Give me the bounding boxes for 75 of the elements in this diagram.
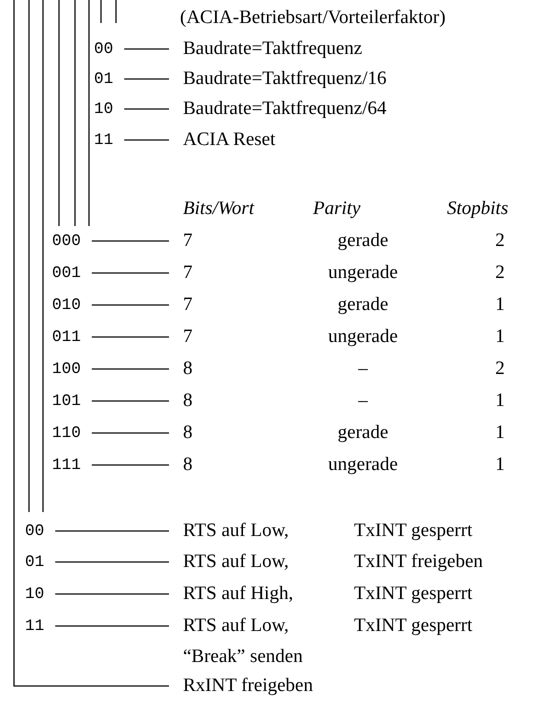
connector-line <box>55 625 169 627</box>
connector-line <box>92 432 169 434</box>
connector-line <box>124 139 169 141</box>
txint-setting: TxINT gesperrt <box>354 519 472 543</box>
connector-line <box>124 78 169 80</box>
setting-description: RxINT freigeben <box>169 674 313 698</box>
register-heading: (ACIA-Betriebsart/Vorteilerfaktor) <box>180 6 446 30</box>
connector-line <box>92 464 169 466</box>
break-note: “Break” senden <box>183 645 303 669</box>
rts-setting: RTS auf High, <box>183 582 294 606</box>
bits-value: 7 <box>183 325 194 349</box>
connector-line <box>92 272 169 274</box>
connector-line <box>92 304 169 306</box>
connector-line <box>92 336 169 338</box>
connector-line <box>92 400 169 402</box>
connector-line <box>13 0 169 687</box>
parity-value: gerade <box>336 293 390 317</box>
connector-line <box>92 368 169 370</box>
bits-value: 8 <box>183 421 194 445</box>
bit-code: 000 <box>52 229 92 253</box>
bit-code: 01 <box>94 67 124 91</box>
bit-code: 10 <box>94 97 124 121</box>
bit-code: 01 <box>25 550 56 574</box>
connector-line <box>92 240 169 242</box>
stopbits-value: 1 <box>494 293 506 317</box>
bit-code: 110 <box>52 421 92 445</box>
bits-value: 8 <box>183 389 194 413</box>
stopbits-value: 2 <box>494 357 506 381</box>
parity-value: ungerade <box>327 453 399 477</box>
parity-value: – <box>357 357 369 381</box>
stopbits-value: 1 <box>494 389 506 413</box>
connector-line <box>124 48 169 50</box>
stopbits-value: 2 <box>494 261 506 285</box>
column-header: Parity <box>313 197 360 221</box>
parity-value: gerade <box>336 229 390 253</box>
rts-setting: RTS auf Low, <box>183 614 289 638</box>
bit-code: 11 <box>94 128 124 152</box>
bits-value: 7 <box>183 261 194 285</box>
bit-code: 100 <box>52 357 92 381</box>
stopbits-value: 1 <box>494 325 506 349</box>
column-header: Stopbits <box>447 197 508 221</box>
parity-value: gerade <box>336 421 390 445</box>
parity-value: ungerade <box>327 325 399 349</box>
connector-line <box>124 108 169 110</box>
parity-value: – <box>357 389 369 413</box>
bit-code: 00 <box>94 37 124 61</box>
setting-description: ACIA Reset <box>169 128 276 152</box>
bit-code: 001 <box>52 261 92 285</box>
bit-code: 101 <box>52 389 92 413</box>
txint-setting: TxINT gesperrt <box>354 614 472 638</box>
stopbits-value: 2 <box>494 229 506 253</box>
bit-code: 10 <box>25 582 56 606</box>
txint-setting: TxINT freigeben <box>354 550 483 574</box>
connector-line <box>55 530 169 532</box>
bit-code: 011 <box>52 325 92 349</box>
txint-setting: TxINT gesperrt <box>354 582 472 606</box>
bits-value: 7 <box>183 229 194 253</box>
stopbits-value: 1 <box>494 421 506 445</box>
column-header: Bits/Wort <box>183 197 254 221</box>
connector-line <box>55 593 169 595</box>
bits-value: 7 <box>183 293 194 317</box>
rts-setting: RTS auf Low, <box>183 550 289 574</box>
parity-value: ungerade <box>327 261 399 285</box>
setting-description: Baudrate=Taktfrequenz/64 <box>169 97 387 121</box>
setting-description: Baudrate=Taktfrequenz <box>169 37 362 61</box>
bit-code: 010 <box>52 293 92 317</box>
bit-code: 111 <box>52 453 92 477</box>
stopbits-value: 1 <box>494 453 506 477</box>
setting-description: Baudrate=Taktfrequenz/16 <box>169 67 387 91</box>
connector-line <box>55 561 169 563</box>
bits-value: 8 <box>183 357 194 381</box>
bits-value: 8 <box>183 453 194 477</box>
rts-setting: RTS auf Low, <box>183 519 289 543</box>
bit-code: 00 <box>25 519 56 543</box>
bit-code: 11 <box>25 614 56 638</box>
